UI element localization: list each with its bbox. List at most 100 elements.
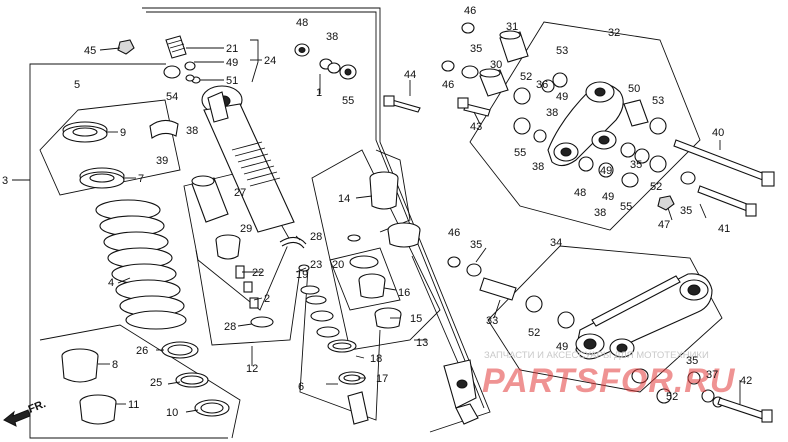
callout-51: 51 (226, 75, 238, 87)
callout-22: 22 (252, 267, 264, 279)
callout-17: 17 (376, 373, 388, 385)
callout-49-c: 49 (600, 165, 612, 177)
callout-29: 29 (240, 223, 252, 235)
callout-35-b: 35 (630, 159, 642, 171)
callout-53-a: 53 (556, 45, 568, 57)
watermark-logo: PARTSFOR.RU (482, 362, 736, 400)
callout-32: 32 (608, 27, 620, 39)
body-ribs (231, 141, 281, 187)
callout-28-lower: 28 (224, 321, 236, 333)
callout-49-b: 49 (556, 91, 568, 103)
callout-16: 16 (398, 287, 410, 299)
lower-link-arm (525, 273, 773, 423)
upper-link-arm (513, 72, 667, 188)
callout-46-low: 46 (448, 227, 460, 239)
watermark: ЗАПЧАСТИ И АКСЕССУАРЫ ДЛЯ МОТОТЕХНИКИ PA… (482, 350, 736, 400)
coil-spring (95, 199, 187, 330)
callout-35-d: 35 (470, 239, 482, 251)
callout-52-c: 52 (528, 327, 540, 339)
lock-nuts (62, 121, 125, 189)
callout-47: 47 (658, 219, 670, 231)
callout-48-b: 48 (574, 187, 586, 199)
watermark-text: ЗАПЧАСТИ И АКСЕССУАРЫ ДЛЯ МОТОТЕХНИКИ (484, 350, 709, 361)
callout-6: 6 (298, 381, 304, 393)
callout-2: 2 (264, 293, 270, 305)
sleeves (479, 30, 529, 301)
callout-12: 12 (246, 363, 258, 375)
callout-24: 24 (264, 55, 276, 67)
top-parts (163, 35, 229, 123)
callout-11: 11 (128, 399, 139, 411)
callout-1: 1 (316, 87, 322, 99)
callout-26: 26 (136, 345, 148, 357)
callout-44: 44 (404, 69, 416, 81)
callout-55-b: 55 (514, 147, 526, 159)
lower-seals (61, 341, 230, 425)
callout-21: 21 (226, 43, 238, 55)
callout-4: 4 (108, 277, 114, 289)
callout-39: 39 (156, 155, 168, 167)
callout-54: 54 (166, 91, 178, 103)
callout-7: 7 (138, 173, 144, 185)
callout-48-top: 48 (296, 17, 308, 29)
callout-53-b: 53 (652, 95, 664, 107)
callout-46-mid: 46 (442, 79, 454, 91)
callout-28-upper: 28 (310, 231, 322, 243)
callout-3: 3 (2, 175, 8, 187)
callout-52-a: 52 (520, 71, 532, 83)
callout-19: 19 (296, 269, 308, 281)
damper-internals (215, 234, 307, 328)
shock-body (191, 85, 295, 233)
callout-10: 10 (166, 407, 178, 419)
bump-stops (327, 171, 421, 425)
leader-lines (98, 47, 741, 413)
long-bolts (657, 139, 775, 217)
callout-35-e: 35 (686, 355, 698, 367)
callout-38-e: 38 (594, 207, 606, 219)
callout-49-e: 49 (556, 341, 568, 353)
callout-13: 13 (416, 337, 428, 349)
callout-8: 8 (112, 359, 118, 371)
callout-38-c: 38 (546, 107, 558, 119)
callout-33: 33 (486, 315, 498, 327)
piston-rod (411, 255, 479, 425)
callout-49: 49 (226, 57, 238, 69)
callout-41: 41 (718, 223, 730, 235)
callout-50: 50 (628, 83, 640, 95)
callout-20: 20 (332, 259, 344, 271)
callout-49-d: 49 (602, 191, 614, 203)
callout-15: 15 (410, 313, 422, 325)
callout-labels: 45 21 49 24 51 54 38 5 9 39 7 3 4 8 11 2… (2, 5, 752, 419)
callout-46-top: 46 (464, 5, 476, 17)
callout-52-b: 52 (650, 181, 662, 193)
callout-31: 31 (506, 21, 518, 33)
callout-30: 30 (490, 59, 502, 71)
callout-35-a: 35 (470, 43, 482, 55)
callout-38-d: 38 (532, 161, 544, 173)
callout-38: 38 (186, 125, 198, 137)
callout-52-d: 52 (666, 391, 678, 403)
group-frames (12, 7, 723, 439)
front-direction-arrow: FR. (3, 398, 48, 427)
callout-14: 14 (338, 193, 350, 205)
callout-38-top: 38 (326, 31, 338, 43)
spring-clip (149, 119, 179, 139)
callout-9: 9 (120, 127, 126, 139)
callout-5: 5 (74, 79, 80, 91)
upper-bushings (294, 43, 357, 80)
callout-45: 45 (84, 45, 96, 57)
callout-55-top: 55 (342, 95, 354, 107)
valve-stack (298, 264, 340, 338)
callout-43: 43 (470, 121, 482, 133)
callout-27: 27 (234, 187, 246, 199)
callout-36: 36 (536, 79, 548, 91)
callout-34: 34 (550, 237, 562, 249)
callout-18: 18 (370, 353, 382, 365)
fasteners (117, 22, 491, 277)
callout-42: 42 (740, 375, 752, 387)
callout-23: 23 (310, 259, 322, 271)
callout-37: 37 (706, 369, 718, 381)
callout-35-c: 35 (680, 205, 692, 217)
callout-55-c: 55 (620, 201, 632, 213)
